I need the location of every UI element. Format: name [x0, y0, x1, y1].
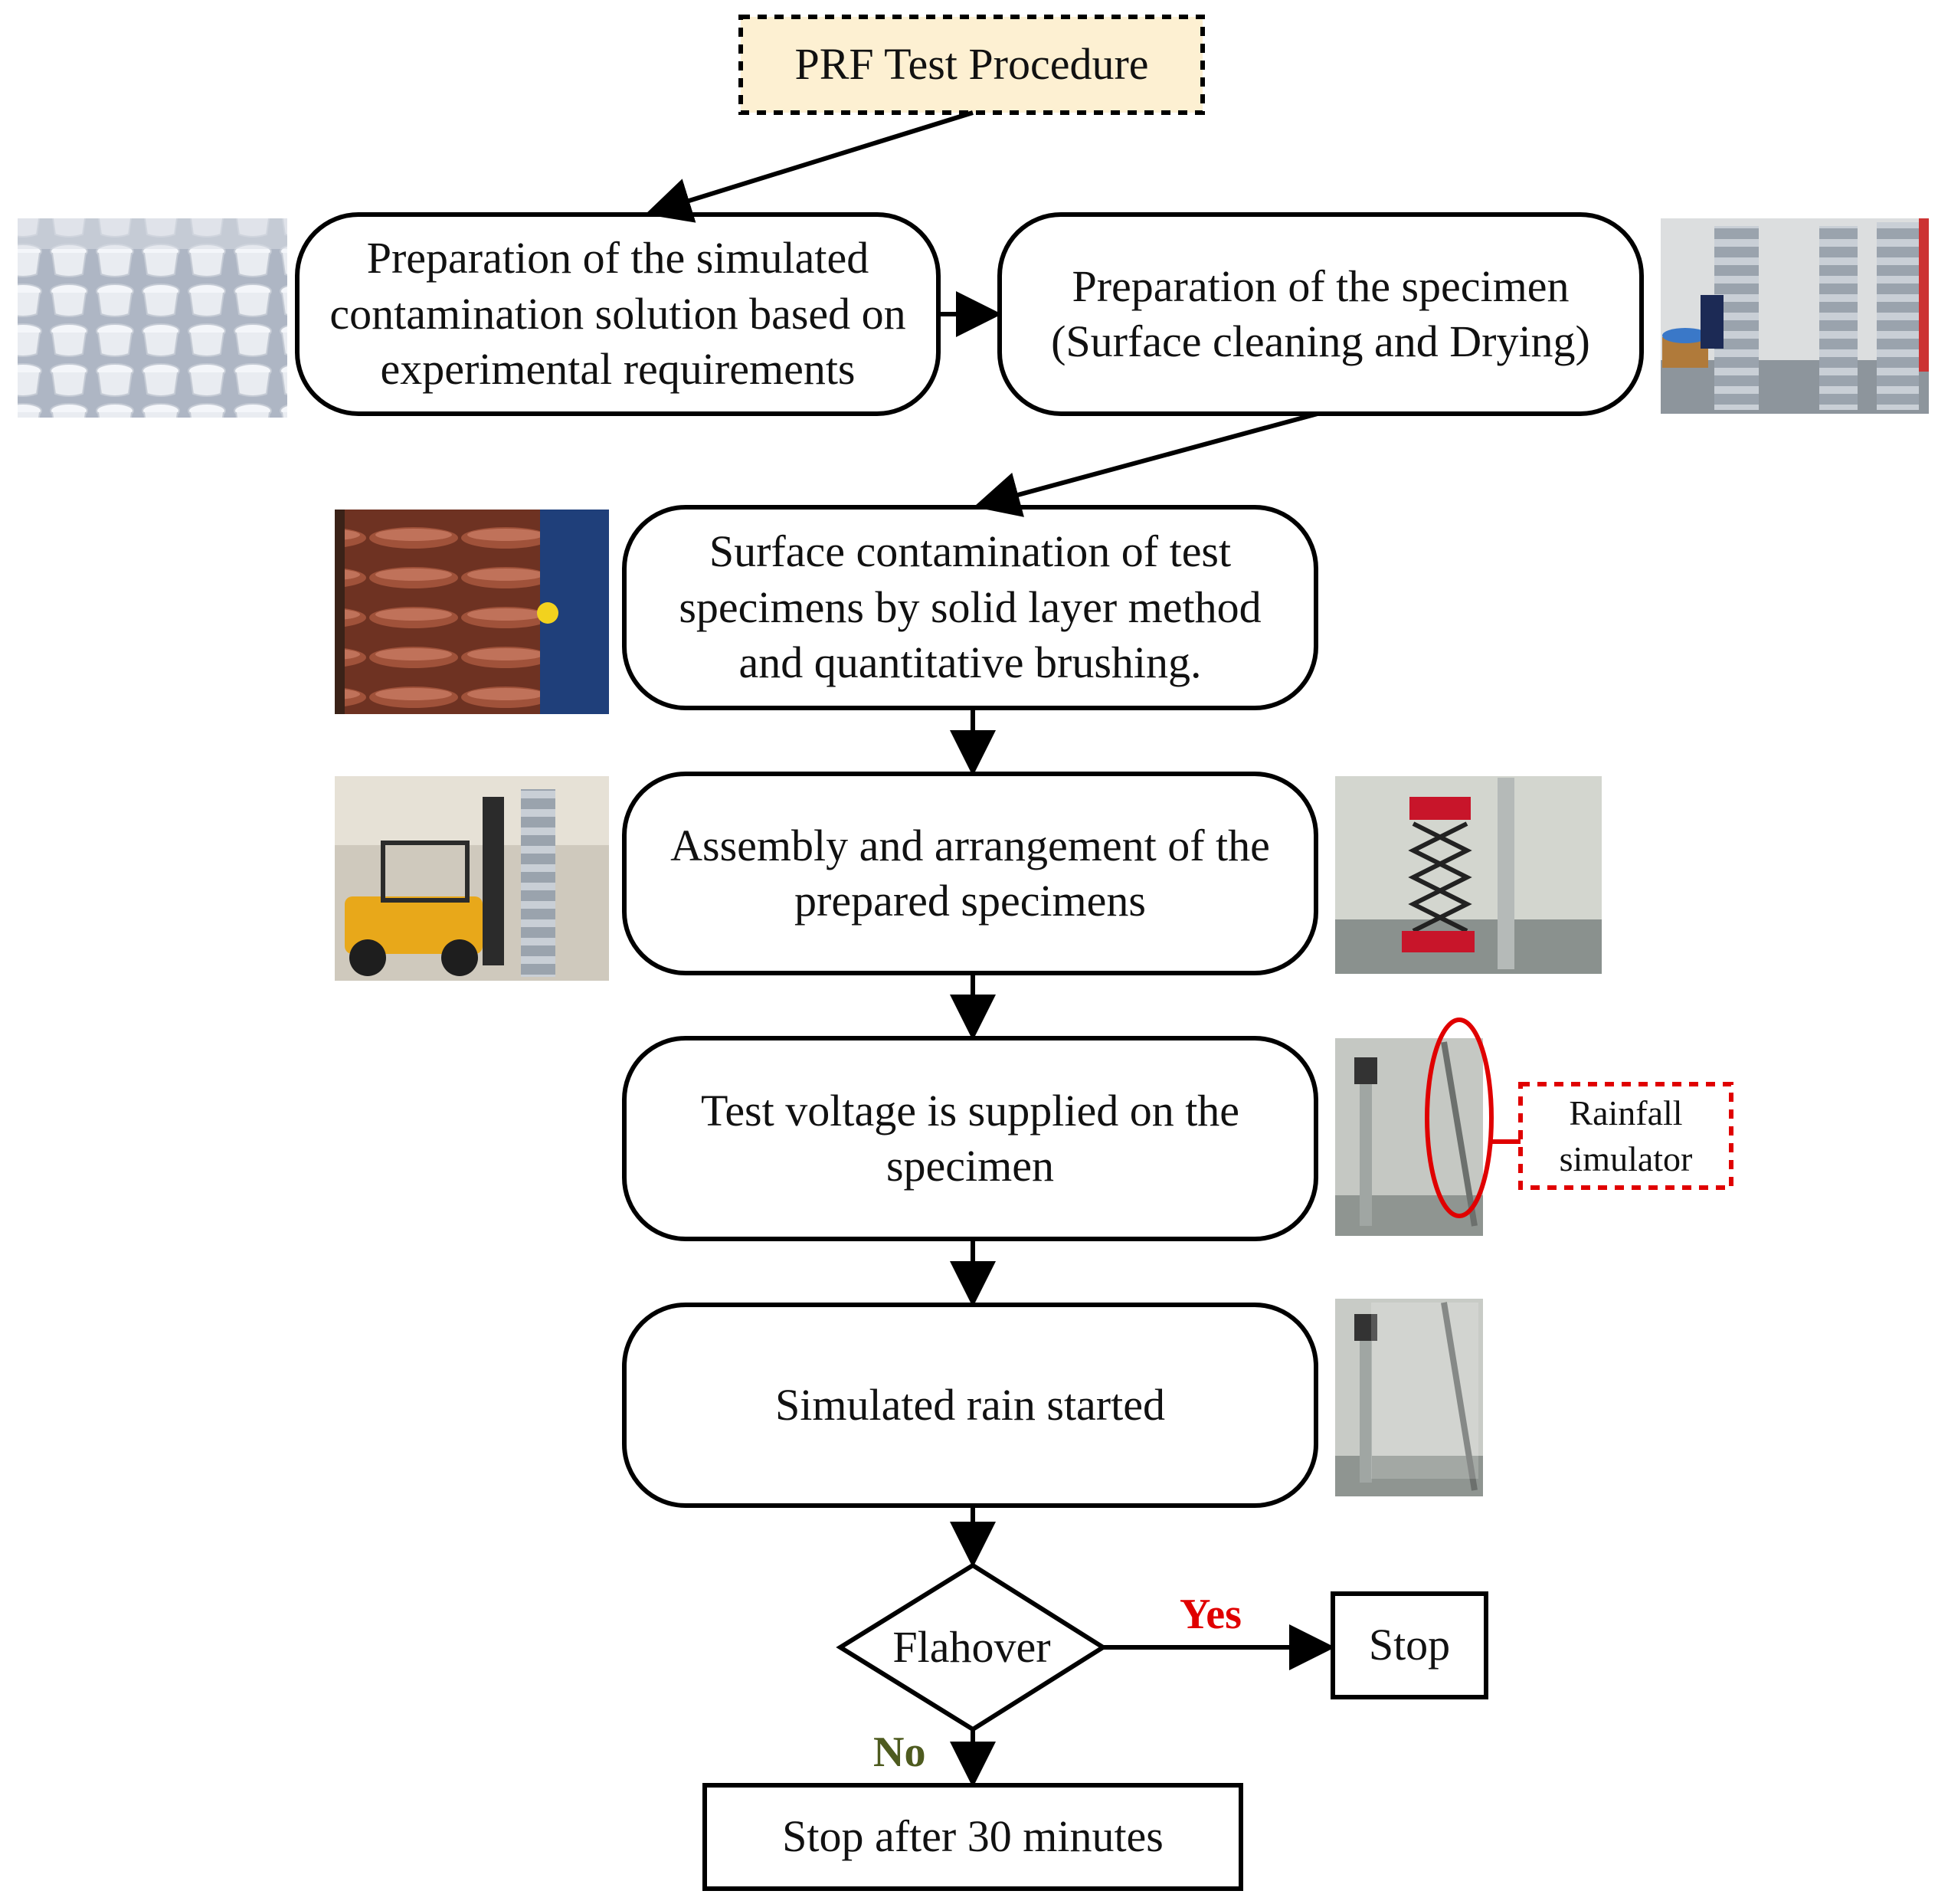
brushing-photo — [335, 510, 609, 714]
step-solution-label: Preparation of the simulated contaminati… — [329, 233, 906, 395]
stop-after-box — [702, 1783, 1243, 1891]
stop-label: Stop — [1368, 1620, 1451, 1670]
rain-started-photo — [1335, 1299, 1483, 1496]
step-specimen-label: Preparation of the specimen (Surface cle… — [1051, 261, 1590, 367]
step-assembly-label: Assembly and arrangement of the prepared… — [670, 820, 1270, 926]
decision-label: Flahover — [892, 1621, 1051, 1672]
step-voltage-label: Test voltage is supplied on the specimen — [700, 1085, 1240, 1191]
step-rain-label: Simulated rain started — [775, 1379, 1165, 1430]
diagram-title: PRF Test Procedure — [794, 39, 1149, 90]
title-box — [738, 15, 1205, 115]
voltage-test-photo — [1335, 1038, 1483, 1236]
contamination-cups-photo — [18, 218, 287, 418]
step-contamination-label: Surface contamination of test specimens … — [679, 526, 1262, 688]
scissor-lift-photo — [1335, 776, 1602, 974]
arrow-title-to-solution — [645, 110, 974, 223]
rainfall-simulator-callout-box — [1518, 1082, 1733, 1190]
rainfall-simulator-highlight — [1425, 1018, 1494, 1218]
stop-box — [1331, 1591, 1488, 1699]
decision-yes-label: Yes — [1180, 1591, 1242, 1638]
decision-no-label: No — [873, 1729, 926, 1776]
forklift-photo — [335, 776, 609, 981]
specimen-cleaning-photo — [1661, 218, 1929, 414]
step-contamination-box — [622, 505, 1318, 710]
rainfall-simulator-label: Rainfall simulator — [1559, 1093, 1693, 1178]
stop-after-label: Stop after 30 minutes — [782, 1811, 1164, 1862]
arrow-specimen-to-contamination — [974, 411, 1318, 517]
